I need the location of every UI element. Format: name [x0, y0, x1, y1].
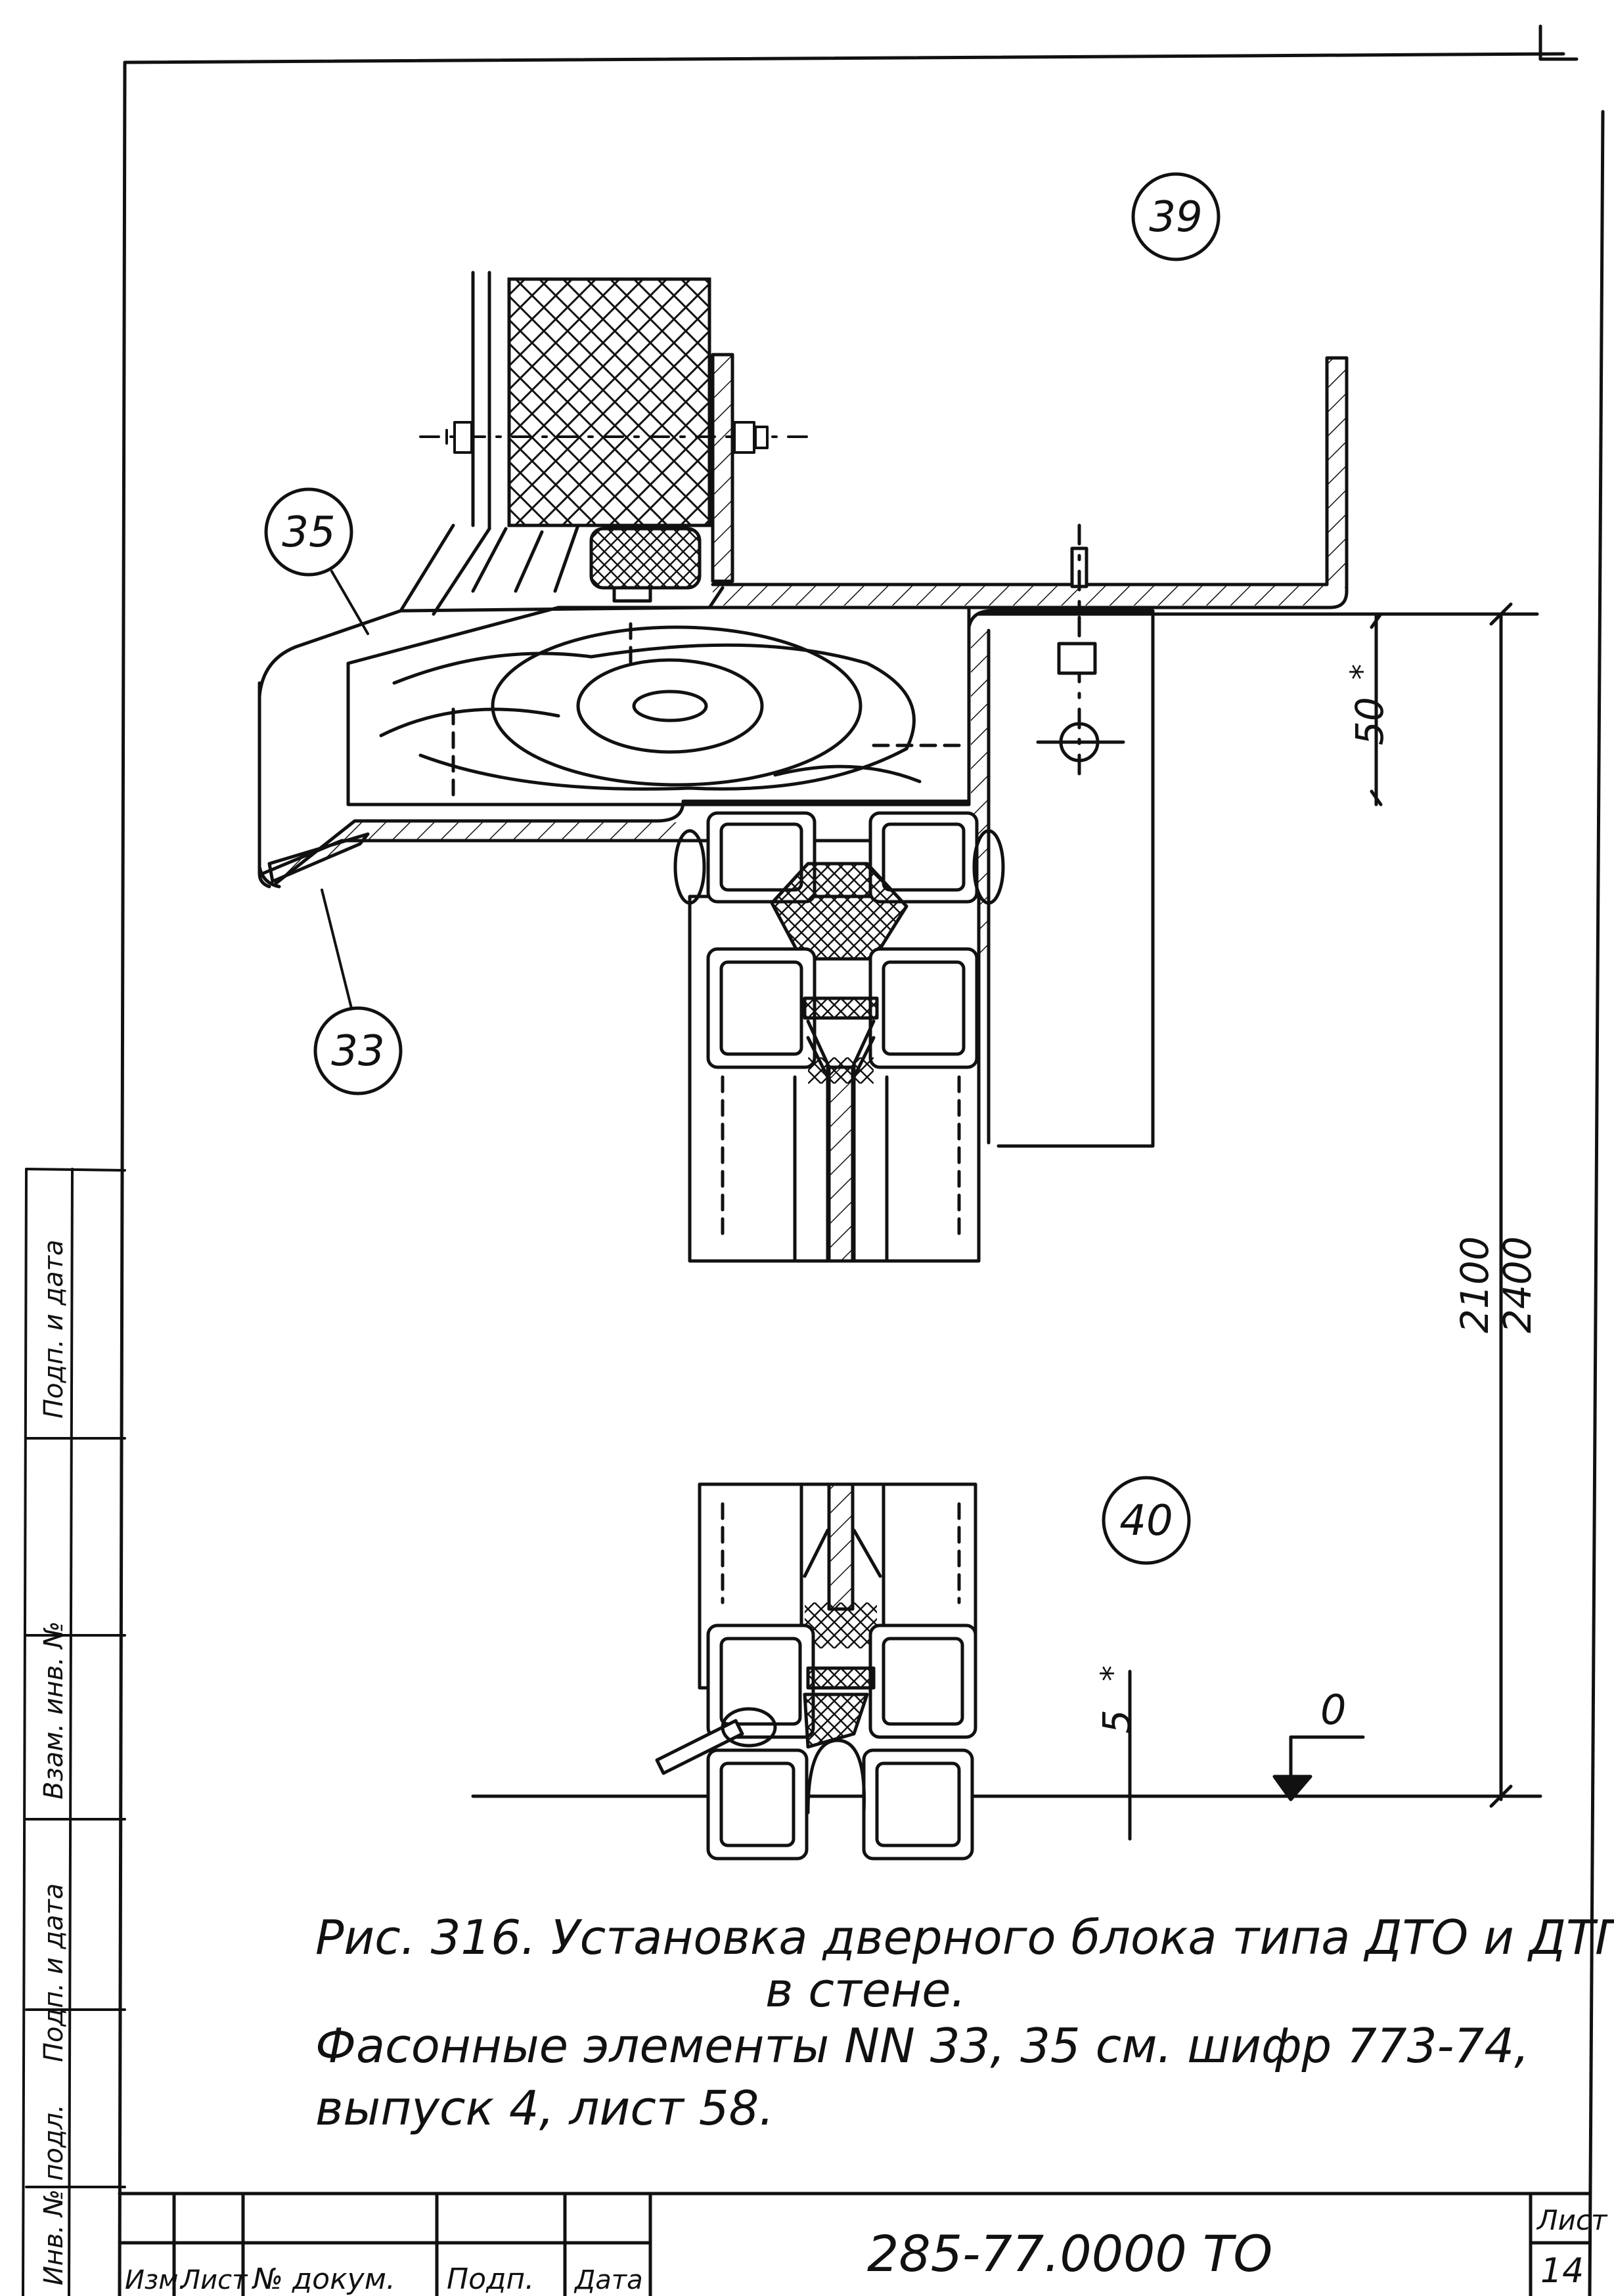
- caption-line-4: выпуск 4, лист 58.: [315, 2081, 774, 2136]
- stamp-replaced-inv: Взам. инв. №: [39, 1621, 69, 1799]
- sheet-frame: [118, 24, 1605, 2296]
- dim-2100: 2100: [1452, 1236, 1497, 1333]
- caption-line-1: Рис. 316. Установка дверного блока типа …: [315, 1910, 1614, 1965]
- callout-35: 35: [264, 487, 369, 635]
- door-leaf-bottom: [655, 1482, 977, 1861]
- figure-caption: Рис. 316. Установка дверного блока типа …: [315, 1910, 1614, 2136]
- steel-channel-top: [711, 356, 1349, 777]
- title-block-grid: [118, 2192, 1592, 2296]
- col-doc-no: № докум.: [251, 2263, 395, 2296]
- dim-50: 50: [1347, 697, 1392, 745]
- dim-5: 5: [1094, 1710, 1139, 1734]
- col-sign: Подп.: [447, 2263, 534, 2296]
- callout-40-label: 40: [1119, 1497, 1173, 1545]
- callout-33-label: 33: [331, 1027, 384, 1076]
- col-date: Дата: [573, 2265, 643, 2295]
- col-izm: Изм.: [125, 2265, 187, 2295]
- door-leaf-top: [673, 811, 1005, 1263]
- zero-level-mark: 0: [1320, 1686, 1346, 1734]
- callout-39: 39: [1131, 172, 1221, 261]
- side-stamp-strip: [22, 1168, 126, 2296]
- dim-50-star: *: [1344, 664, 1381, 680]
- callout-33: 33: [313, 889, 403, 1095]
- document-code: 285-77.0000 ТО: [867, 2224, 1272, 2283]
- callout-35-label: 35: [282, 508, 335, 557]
- col-list: Лист: [179, 2265, 248, 2295]
- stamp-sign-date-2: Подп. и дата: [39, 1240, 69, 1419]
- seal-block: [589, 527, 702, 590]
- insulation-block: [507, 277, 711, 527]
- title-block-headers: Изм. Лист № докум. Подп. Дата: [125, 2263, 643, 2296]
- sheet-number: 14: [1540, 2251, 1584, 2291]
- caption-line-3: Фасонные элементы NN 33, 35 см. шифр 773…: [315, 2018, 1529, 2073]
- side-stamp-labels: Инв. № подл. Подп. и дата Взам. инв. № П…: [39, 1240, 69, 2285]
- caption-line-2: в стене.: [765, 1962, 966, 2018]
- dimension-lines: [471, 602, 1542, 1841]
- dim-5-star: *: [1094, 1666, 1131, 1681]
- callout-39-label: 39: [1149, 193, 1202, 242]
- sheet-label: Лист: [1536, 2204, 1608, 2236]
- dim-2400: 2400: [1495, 1236, 1540, 1333]
- steel-angle-vertical: [967, 609, 1155, 1148]
- through-bolt: [419, 421, 809, 454]
- stamp-inv-no: Инв. № подл.: [39, 2104, 69, 2285]
- angle-flange: [711, 353, 734, 583]
- callout-40: 40: [1102, 1476, 1191, 1565]
- wall-channel: [471, 271, 491, 531]
- stamp-sign-date-1: Подп. и дата: [39, 1884, 69, 2062]
